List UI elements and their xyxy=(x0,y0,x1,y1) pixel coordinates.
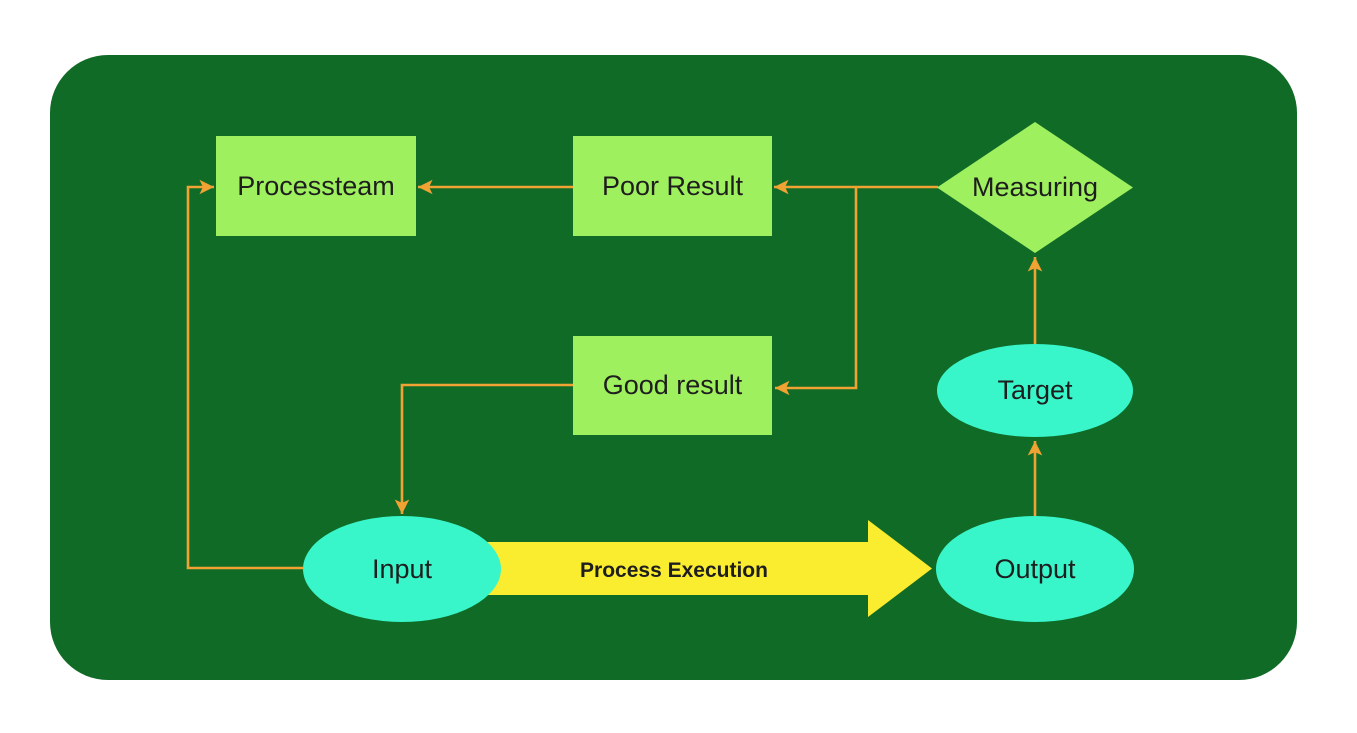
node-processteam-label: Processteam xyxy=(237,170,395,201)
node-output-label: Output xyxy=(994,553,1076,584)
node-good-result-label: Good result xyxy=(602,370,743,400)
node-input-label: Input xyxy=(371,553,433,584)
process-execution-block-arrow[interactable] xyxy=(478,520,932,617)
node-output[interactable]: Output xyxy=(936,516,1134,622)
edge-input-to-processteam[interactable] xyxy=(186,179,303,570)
edge-good-result-to-input[interactable] xyxy=(394,383,573,514)
node-processteam[interactable]: Processteam xyxy=(216,136,416,236)
node-good-result[interactable]: Good result xyxy=(573,336,772,435)
node-poor-result[interactable]: Poor Result xyxy=(573,136,772,236)
node-target[interactable]: Target xyxy=(937,344,1133,437)
node-poor-result-label: Poor Result xyxy=(601,170,744,201)
node-input[interactable]: Input xyxy=(303,516,501,622)
process-execution-label: Process Execution xyxy=(580,559,768,582)
node-target-label: Target xyxy=(997,375,1073,405)
edge-measuring-to-good-result[interactable] xyxy=(775,187,858,396)
node-measuring-label: Measuring xyxy=(971,172,1099,202)
